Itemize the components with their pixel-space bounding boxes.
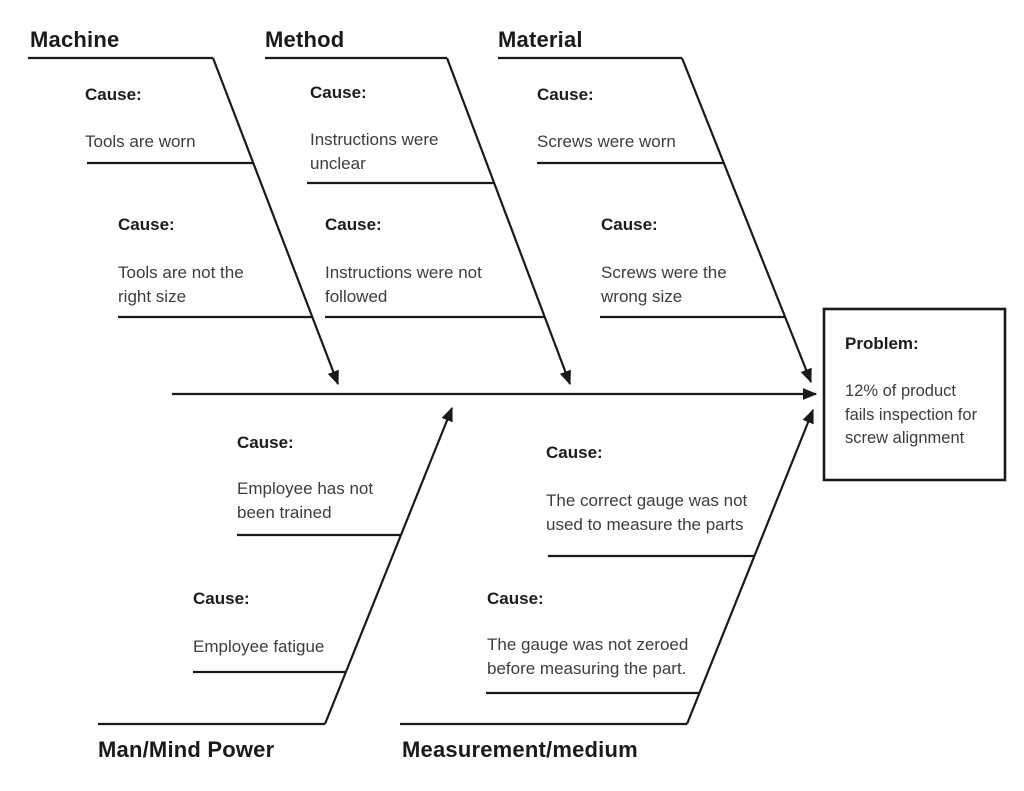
measurement-cause1-label: Cause: bbox=[546, 443, 603, 462]
material-cause2-text: Screws were the wrong size bbox=[601, 263, 727, 306]
measurement-cause1-text: The correct gauge was not used to measur… bbox=[546, 491, 748, 534]
problem-box bbox=[822, 307, 1007, 482]
machine-cause1-text: Tools are worn bbox=[85, 132, 196, 151]
machine-bone-line bbox=[211, 57, 340, 386]
material-cause1-text: Screws were worn bbox=[537, 132, 676, 151]
material-bone-line bbox=[680, 57, 813, 384]
method-cause1-text: Instructions were unclear bbox=[310, 130, 439, 173]
method-cause2-text: Instructions were not followed bbox=[325, 263, 482, 306]
machine-cause2-label: Cause: bbox=[118, 215, 175, 234]
material-cause1-label: Cause: bbox=[537, 85, 594, 104]
method-cause2-label: Cause: bbox=[325, 215, 382, 234]
material-cause2-label: Cause: bbox=[601, 215, 658, 234]
problem-label: Problem: bbox=[845, 334, 919, 353]
man-cause1-label: Cause: bbox=[237, 433, 294, 452]
category-title-material: Material bbox=[498, 27, 583, 52]
man-bone-line bbox=[323, 406, 454, 725]
man-cause1-text: Employee has not been trained bbox=[237, 479, 374, 522]
measurement-bone-line bbox=[685, 408, 815, 725]
machine-cause2-text: Tools are not the right size bbox=[118, 263, 244, 306]
man-cause2-text: Employee fatigue bbox=[193, 637, 325, 656]
measurement-cause2-label: Cause: bbox=[487, 589, 544, 608]
machine-cause1-label: Cause: bbox=[85, 85, 142, 104]
category-title-method: Method bbox=[265, 27, 345, 52]
measurement-cause2-text: The gauge was not zeroed before measurin… bbox=[487, 635, 689, 678]
man-cause2-label: Cause: bbox=[193, 589, 250, 608]
category-title-man: Man/Mind Power bbox=[98, 737, 275, 762]
category-title-machine: Machine bbox=[30, 27, 120, 52]
problem-text: 12% of product fails inspection for scre… bbox=[845, 382, 978, 447]
method-bone-line bbox=[445, 57, 572, 386]
category-title-measurement: Measurement/medium bbox=[402, 737, 638, 762]
method-cause1-label: Cause: bbox=[310, 83, 367, 102]
